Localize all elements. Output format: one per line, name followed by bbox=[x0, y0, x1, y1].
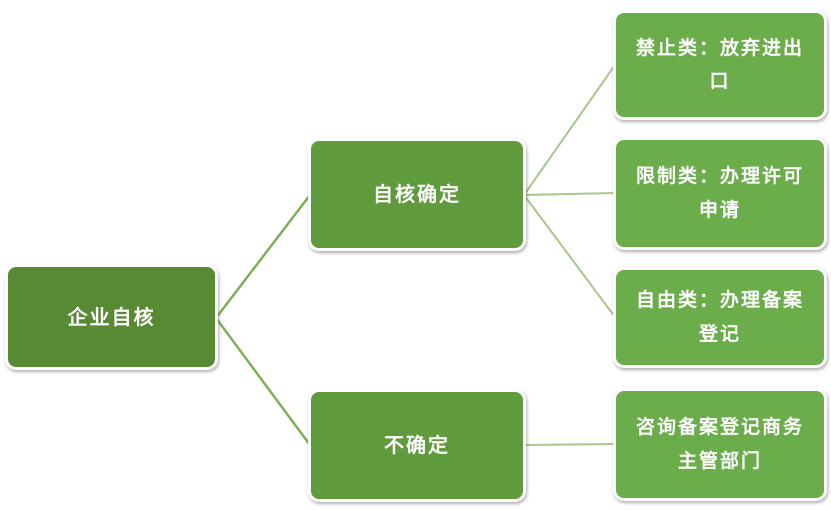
node-free-category: 自由类：办理备案登记 bbox=[613, 267, 827, 368]
node-consult-commerce-department: 咨询备案登记商务主管部门 bbox=[613, 388, 827, 501]
connector-mid1-to-leaf-2 bbox=[523, 192, 616, 196]
node-label: 禁止类：放弃进出口 bbox=[635, 36, 804, 92]
connector-mid1-to-leaf-3 bbox=[523, 194, 616, 318]
node-uncertain: 不确定 bbox=[308, 389, 526, 502]
node-label: 不确定 bbox=[384, 433, 450, 457]
node-label: 咨询备案登记商务主管部门 bbox=[635, 416, 804, 472]
node-label: 自由类：办理备案登记 bbox=[635, 289, 804, 345]
node-label: 自核确定 bbox=[373, 182, 461, 206]
connector-root-to-mid-2 bbox=[214, 317, 312, 446]
connector-root-to-mid-1 bbox=[215, 194, 311, 319]
connector-mid1-to-leaf-1 bbox=[523, 64, 616, 196]
node-label: 企业自核 bbox=[67, 304, 156, 329]
node-label: 限制类：办理许可申请 bbox=[635, 165, 804, 221]
connector-mid2-to-leaf-4 bbox=[524, 443, 616, 446]
node-self-check-determined: 自核确定 bbox=[308, 138, 526, 251]
node-restricted-category: 限制类：办理许可申请 bbox=[613, 137, 827, 250]
node-prohibited-category: 禁止类：放弃进出口 bbox=[613, 10, 827, 120]
node-enterprise-self-check: 企业自核 bbox=[5, 264, 218, 370]
